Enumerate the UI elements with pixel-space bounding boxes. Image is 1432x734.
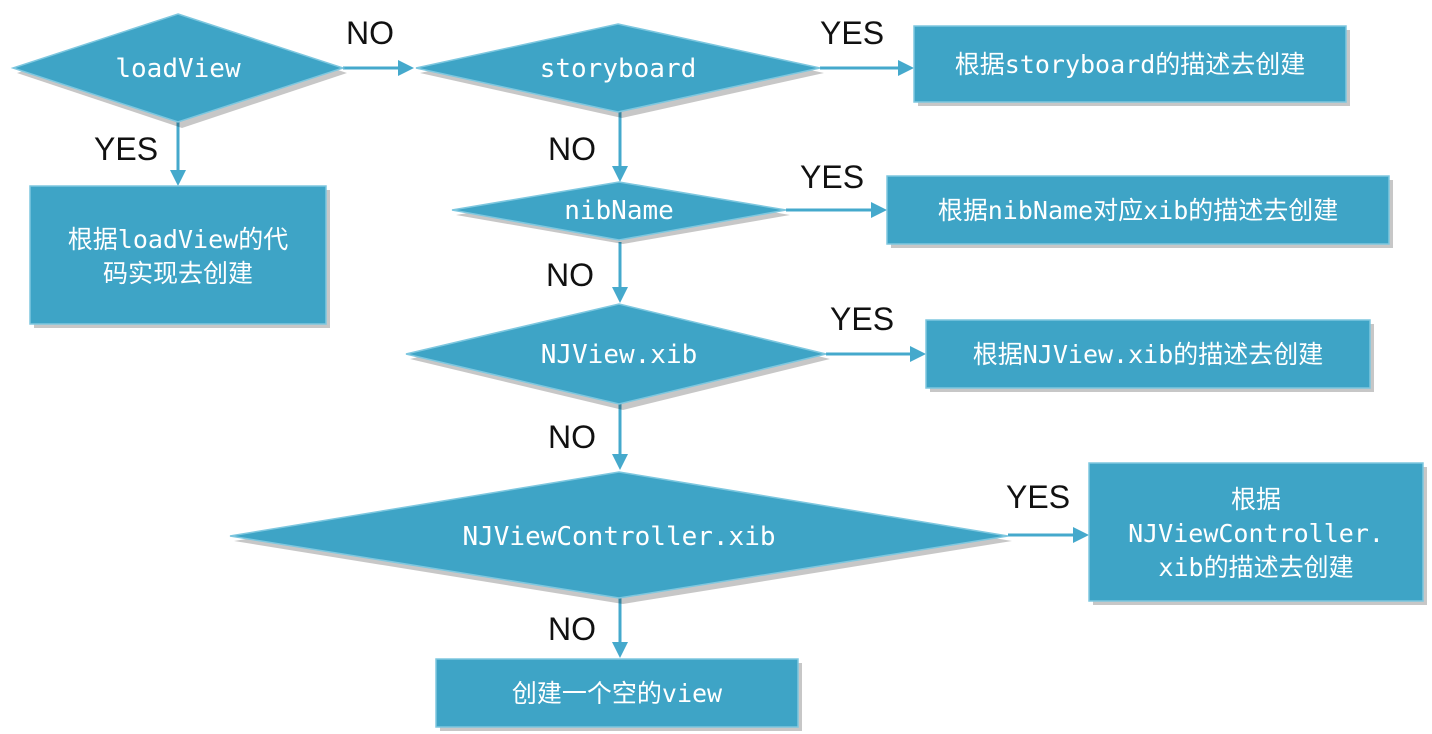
- result-loadview-code-line2: 码实现去创建: [103, 259, 253, 288]
- result-njview-desc-line1: 根据NJView.xib的描述去创建: [973, 340, 1324, 369]
- result-njviewcontroller-desc-line3: xib的描述去创建: [1158, 553, 1353, 582]
- decision-loadview-label: loadView: [115, 54, 241, 84]
- result-njviewcontroller-desc-line1: 根据: [1231, 485, 1281, 514]
- result-loadview-code: 根据loadView的代 码实现去创建: [29, 185, 330, 328]
- label-yes-storyboard: YES: [820, 15, 884, 51]
- edge-njviewcontroller-to-empty: [612, 598, 628, 658]
- result-njviewcontroller-desc: 根据 NJViewController. xib的描述去创建: [1088, 462, 1427, 605]
- edge-loadview-to-code: [170, 120, 186, 186]
- decision-njview-xib: NJView.xib: [405, 303, 830, 410]
- edge-njview-to-njviewcontroller: [612, 404, 628, 470]
- result-njview-desc: 根据NJView.xib的描述去创建: [925, 319, 1374, 392]
- result-loadview-code-line1: 根据loadView的代: [68, 225, 288, 254]
- label-no-storyboard: NO: [548, 131, 596, 167]
- decision-nibname-label: nibName: [564, 196, 674, 226]
- decision-loadview: loadView: [10, 13, 347, 128]
- edge-loadview-to-storyboard: [343, 60, 414, 76]
- label-no-nibname: NO: [546, 257, 594, 293]
- decision-storyboard: storyboard: [415, 23, 824, 118]
- decision-storyboard-label: storyboard: [540, 54, 697, 84]
- edge-njview-to-desc: [826, 346, 926, 362]
- label-yes-loadview: YES: [94, 131, 158, 167]
- edge-njviewcontroller-to-desc: [1008, 527, 1089, 543]
- edges: [170, 60, 1089, 658]
- edge-storyboard-to-desc: [820, 60, 914, 76]
- result-nibname-desc-line1: 根据nibName对应xib的描述去创建: [938, 196, 1339, 225]
- result-empty-view: 创建一个空的view: [435, 658, 802, 731]
- decision-nibname: nibName: [451, 181, 790, 244]
- result-empty-view-line1: 创建一个空的view: [512, 679, 723, 708]
- decision-njviewcontroller-xib: NJViewController.xib: [229, 471, 1012, 604]
- edge-labels: NO YES YES NO YES NO YES NO YES NO: [94, 15, 1070, 647]
- result-storyboard-desc-line1: 根据storyboard的描述去创建: [955, 50, 1306, 79]
- label-no-njview: NO: [548, 419, 596, 455]
- edge-nibname-to-njview: [612, 242, 628, 303]
- result-njviewcontroller-desc-line2: NJViewController.: [1128, 519, 1384, 548]
- edge-storyboard-to-nibname: [612, 112, 628, 182]
- decision-njviewcontroller-xib-label: NJViewController.xib: [462, 522, 775, 552]
- decision-njview-xib-label: NJView.xib: [541, 340, 698, 370]
- label-yes-njviewcontroller: YES: [1006, 479, 1070, 515]
- label-yes-nibname: YES: [800, 159, 864, 195]
- label-no-loadview: NO: [346, 15, 394, 51]
- result-nibname-desc: 根据nibName对应xib的描述去创建: [886, 175, 1393, 248]
- label-no-njviewcontroller: NO: [548, 611, 596, 647]
- edge-nibname-to-desc: [786, 202, 887, 218]
- label-yes-njview: YES: [830, 301, 894, 337]
- result-storyboard-desc: 根据storyboard的描述去创建: [913, 25, 1350, 106]
